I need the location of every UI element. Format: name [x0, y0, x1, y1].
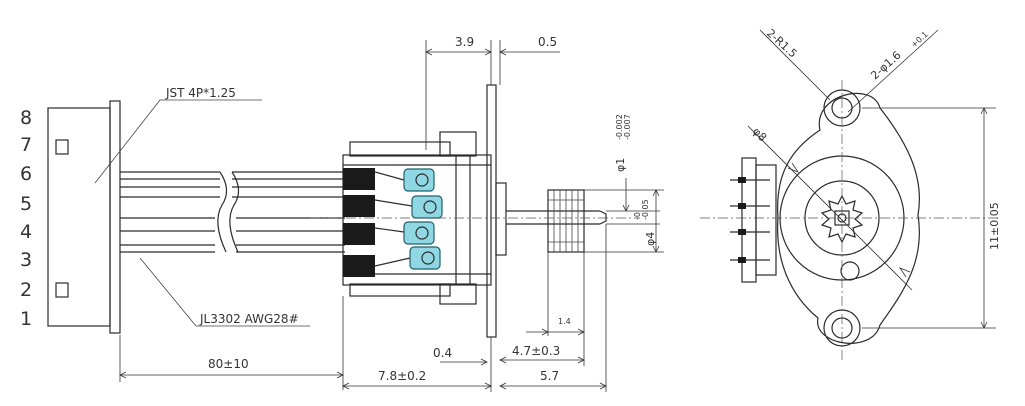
- pin-number-7: 7: [20, 134, 32, 156]
- dim-flange-thickness: 0.5: [538, 35, 557, 49]
- terminal-3: [343, 223, 375, 245]
- motor-top-rim: [349, 141, 451, 157]
- connector-leader-line: [94, 99, 161, 184]
- dim-gear-tolerance-bottom: -0.05: [641, 199, 650, 220]
- dim-body-diameter: φ8: [750, 125, 769, 144]
- connector-label: JST 4P*1.25: [165, 86, 236, 100]
- connector-callout: JST 4P*1.25: [94, 86, 262, 184]
- side-dimensions: 3.9 0.5 80±10 0.4 7.8±0.2 4.7±0.3 5.7: [119, 35, 664, 392]
- pin-number-6: 6: [20, 163, 32, 185]
- terminal-block: [343, 168, 443, 277]
- cable-break-right: [229, 171, 240, 253]
- solder-pad-2: [411, 195, 443, 219]
- dim-shaft-length: 5.7: [540, 369, 559, 383]
- dim-shaft-tolerance-top: -0.002: [615, 114, 624, 140]
- wire-leader-line: [139, 257, 197, 327]
- connector-latch-bottom: [55, 282, 69, 298]
- cable-break-left: [217, 171, 228, 253]
- terminal-4: [343, 255, 375, 277]
- pin-number-1: 1: [20, 308, 32, 330]
- connector-flange: [109, 100, 121, 334]
- terminal-strip: [741, 157, 757, 283]
- pinion-hole: [840, 261, 860, 281]
- dim-cable-length: 80±10: [208, 357, 249, 371]
- connector-latch-top: [55, 139, 69, 155]
- dim-gear-width: 4.7±0.3: [512, 344, 560, 358]
- terminal-2: [343, 195, 375, 217]
- motor-bottom-rim: [349, 283, 451, 297]
- terminal-board: [755, 164, 777, 276]
- shaft-and-gear: [506, 189, 607, 253]
- hole-radius-leader: [759, 29, 831, 101]
- bearing-boss: [495, 182, 507, 256]
- motor-bottom-can: [439, 283, 477, 305]
- pin-number-2: 2: [20, 279, 32, 301]
- wire-label: JL3302 AWG28#: [199, 312, 299, 326]
- dim-gear-diameter: φ4: [644, 232, 657, 246]
- front-plate: [486, 84, 507, 338]
- motor-top-can: [439, 131, 477, 157]
- dim-gear-tolerance-top: -0: [633, 212, 642, 220]
- pin-number-5: 5: [20, 193, 32, 215]
- dim-terminal-gap: 0.4: [433, 346, 452, 360]
- solder-pad-4: [409, 246, 441, 270]
- dim-hole-radius: 2-R1.5: [764, 27, 800, 61]
- dim-shaft-tolerance-bottom: -0.007: [623, 114, 632, 140]
- wire-callout: JL3302 AWG28#: [139, 257, 310, 327]
- body-diameter-line: [747, 125, 913, 291]
- dim-hole-pitch: 11±0.05: [988, 202, 1001, 250]
- pin-number-column: 8 7 6 5 4 3 2 1: [20, 107, 32, 330]
- pin-number-3: 3: [20, 249, 32, 271]
- dim-flange-offset: 3.9: [455, 35, 474, 49]
- connector-housing: [47, 107, 111, 327]
- pin-number-4: 4: [20, 221, 32, 243]
- front-dimensions: 2-R1.5 2-φ1.6 +0.1 φ8 11±0.05: [747, 27, 1001, 329]
- mount-hole-leader: [847, 29, 939, 113]
- terminal-1: [343, 168, 375, 190]
- dim-motor-length: 7.8±0.2: [378, 369, 426, 383]
- pin-number-8: 8: [20, 107, 32, 129]
- cable: [120, 171, 345, 253]
- dim-gear-length: 1.4: [558, 317, 571, 326]
- solder-pad-3: [403, 221, 435, 245]
- motor-housing: [342, 154, 492, 286]
- connector: [47, 100, 121, 334]
- solder-pad-1: [403, 168, 435, 192]
- dim-shaft-diameter: φ1: [614, 158, 627, 172]
